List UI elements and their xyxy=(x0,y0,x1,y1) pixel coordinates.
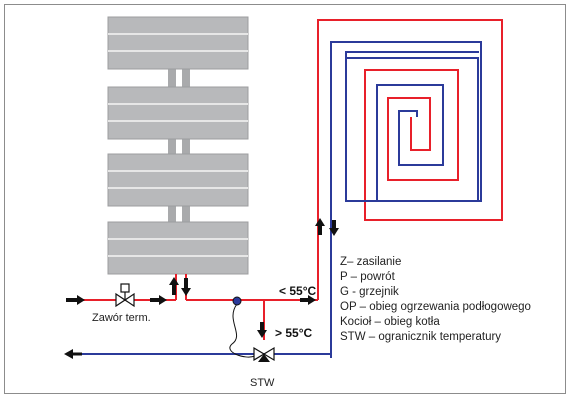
radiator-pipe-right xyxy=(182,60,190,230)
radiator-section-2 xyxy=(107,86,249,140)
legend-item: G - grzejnik xyxy=(340,286,399,298)
radiator-pipe-left xyxy=(168,60,176,230)
legend-item: STW – ogranicznik temperatury xyxy=(340,331,502,343)
stw-valve-icon xyxy=(253,346,275,362)
valve-outlet-arrow-icon xyxy=(150,295,167,305)
floor-return-down-arrow-icon xyxy=(329,220,339,236)
floor-loop-return-spiral xyxy=(345,57,479,200)
temperature-sensor-icon xyxy=(232,296,242,306)
floor-supply-arrow-icon xyxy=(300,295,316,305)
thermostatic-valve-icon xyxy=(115,283,135,308)
legend-item: OP – obieg ogrzewania podłogowego xyxy=(340,301,531,313)
legend-item: P – powrót xyxy=(340,271,395,283)
radiator xyxy=(107,16,249,275)
radiator-section-4 xyxy=(107,221,249,275)
floor-supply-up-arrow-icon xyxy=(315,218,325,235)
legend: Z– zasilanie P – powrót G - grzejnik OP … xyxy=(340,255,531,345)
radiator-section-1 xyxy=(107,16,249,70)
stw-label: STW xyxy=(250,377,275,389)
floor-loop-return-path xyxy=(330,41,482,358)
flow-arrows xyxy=(64,218,339,359)
radiator-return-down-arrow-icon xyxy=(181,278,191,296)
radiator-supply-up-arrow-icon xyxy=(169,277,179,295)
floor-heating-loop xyxy=(317,19,503,358)
diagram-frame xyxy=(4,4,566,394)
radiator-section-3 xyxy=(107,153,249,207)
floor-loop-supply-path xyxy=(317,19,503,300)
legend-item: Kocioł – obieg kotła xyxy=(340,316,440,328)
supply-inlet-arrow-icon xyxy=(66,295,85,305)
boiler-temperature-label: > 55°C xyxy=(275,326,313,340)
stw-sensor-cable xyxy=(229,303,256,358)
legend-item: Z– zasilanie xyxy=(340,256,402,268)
supply-temperature-label: < 55°C xyxy=(279,284,317,298)
valve-label: Zawór term. xyxy=(92,312,151,324)
return-outlet-arrow-icon xyxy=(64,349,82,359)
boiler-branch-down-arrow-icon xyxy=(257,322,267,338)
